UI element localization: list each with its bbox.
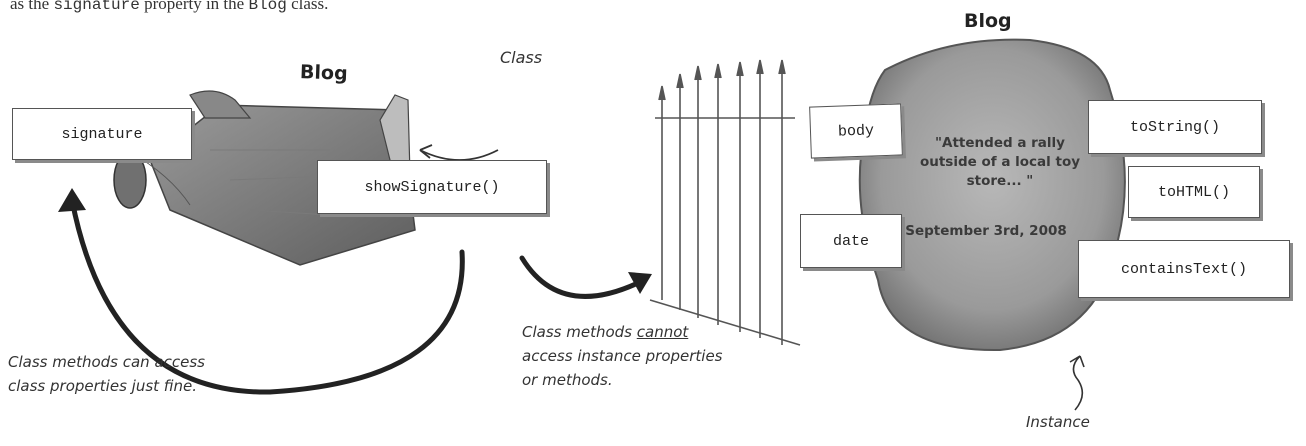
class-label: Class [500, 48, 543, 67]
class-pointer-arrow [419, 149, 499, 161]
fence-barrier [649, 59, 801, 346]
fence-note-line1: Class methods cannot [522, 323, 689, 341]
fence-note: Class methods cannot access instance pro… [522, 320, 723, 392]
scroll-blueprint [113, 90, 416, 266]
tostring-method-card: toString() [1088, 100, 1262, 154]
intro-code-signature: signature [53, 0, 140, 14]
blog-body-text: "Attended a rally outside of a local toy… [919, 135, 1081, 189]
signature-property-card: signature [12, 108, 192, 160]
class-note-line2: class properties just fine. [8, 377, 197, 395]
containstext-method-card: containsText() [1078, 240, 1290, 298]
intro-code-blog: Blog [248, 0, 287, 14]
fence-note-line3: or methods. [522, 371, 613, 389]
instance-heading: Blog [964, 10, 1012, 32]
show-signature-method-card: showSignature() [317, 160, 547, 214]
instance-blob [858, 38, 1126, 352]
intro-middle: property in the [139, 0, 249, 13]
class-note-line1: Class methods can access [8, 353, 205, 371]
tohtml-method-card: toHTML() [1128, 166, 1260, 218]
blocked-arrow [519, 255, 643, 299]
access-arrow [69, 197, 465, 395]
fence-note-line2: access instance properties [522, 347, 723, 365]
intro-suffix: class. [286, 0, 329, 13]
cannot-emphasis: cannot [636, 323, 689, 341]
instance-label: Instance [1026, 413, 1090, 431]
instance-pointer [1072, 355, 1084, 411]
date-property-card: date [800, 214, 902, 268]
body-property-card: body [809, 103, 903, 159]
intro-text: as the signature property in the Blog cl… [10, 0, 328, 14]
blog-date-text: September 3rd, 2008 [905, 223, 1067, 239]
class-heading: Blog [299, 61, 349, 85]
intro-prefix: as the [10, 0, 54, 13]
class-note: Class methods can access class propertie… [8, 350, 205, 398]
